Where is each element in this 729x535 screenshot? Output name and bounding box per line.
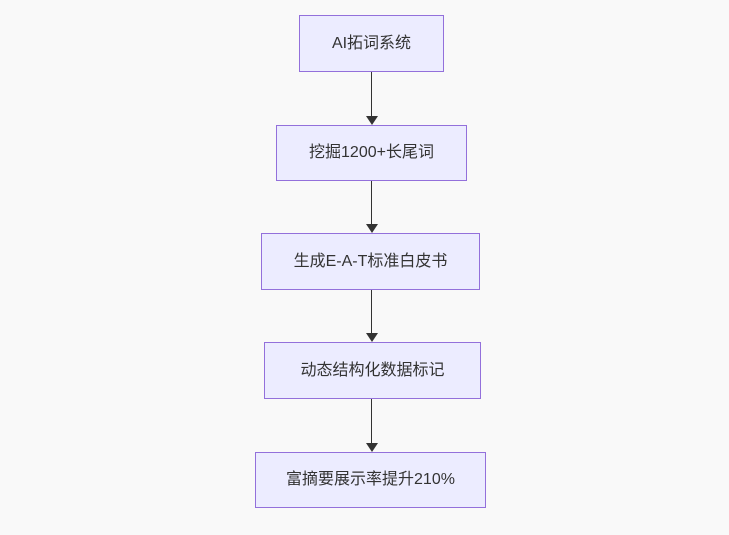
arrow-head-icon (365, 224, 378, 233)
arrow-head-icon (365, 443, 378, 452)
arrow-head-icon (365, 116, 378, 125)
flow-node-label: 生成E-A-T标准白皮书 (293, 252, 448, 270)
flow-node-structured-data: 动态结构化数据标记 (264, 342, 481, 399)
flow-node-ai-keyword-system: AI拓词系统 (299, 15, 444, 72)
flow-node-label: 动态结构化数据标记 (300, 361, 445, 379)
arrow-line (370, 399, 372, 445)
flow-node-label: 挖掘1200+长尾词 (309, 144, 434, 162)
flow-node-eat-whitepaper: 生成E-A-T标准白皮书 (261, 233, 480, 290)
flow-node-longtail-mining: 挖掘1200+长尾词 (276, 125, 467, 181)
arrow-line (370, 72, 372, 118)
flow-node-label: 富摘要展示率提升210% (286, 471, 455, 489)
flow-arrow-4 (365, 399, 378, 452)
arrow-head-icon (365, 333, 378, 342)
flow-node-rich-snippet-result: 富摘要展示率提升210% (255, 452, 486, 508)
flow-arrow-1 (365, 72, 378, 125)
flow-node-label: AI拓词系统 (331, 34, 412, 52)
flow-arrow-3 (365, 290, 378, 342)
flow-arrow-2 (365, 181, 378, 233)
arrow-line (370, 181, 372, 226)
arrow-line (370, 290, 372, 335)
